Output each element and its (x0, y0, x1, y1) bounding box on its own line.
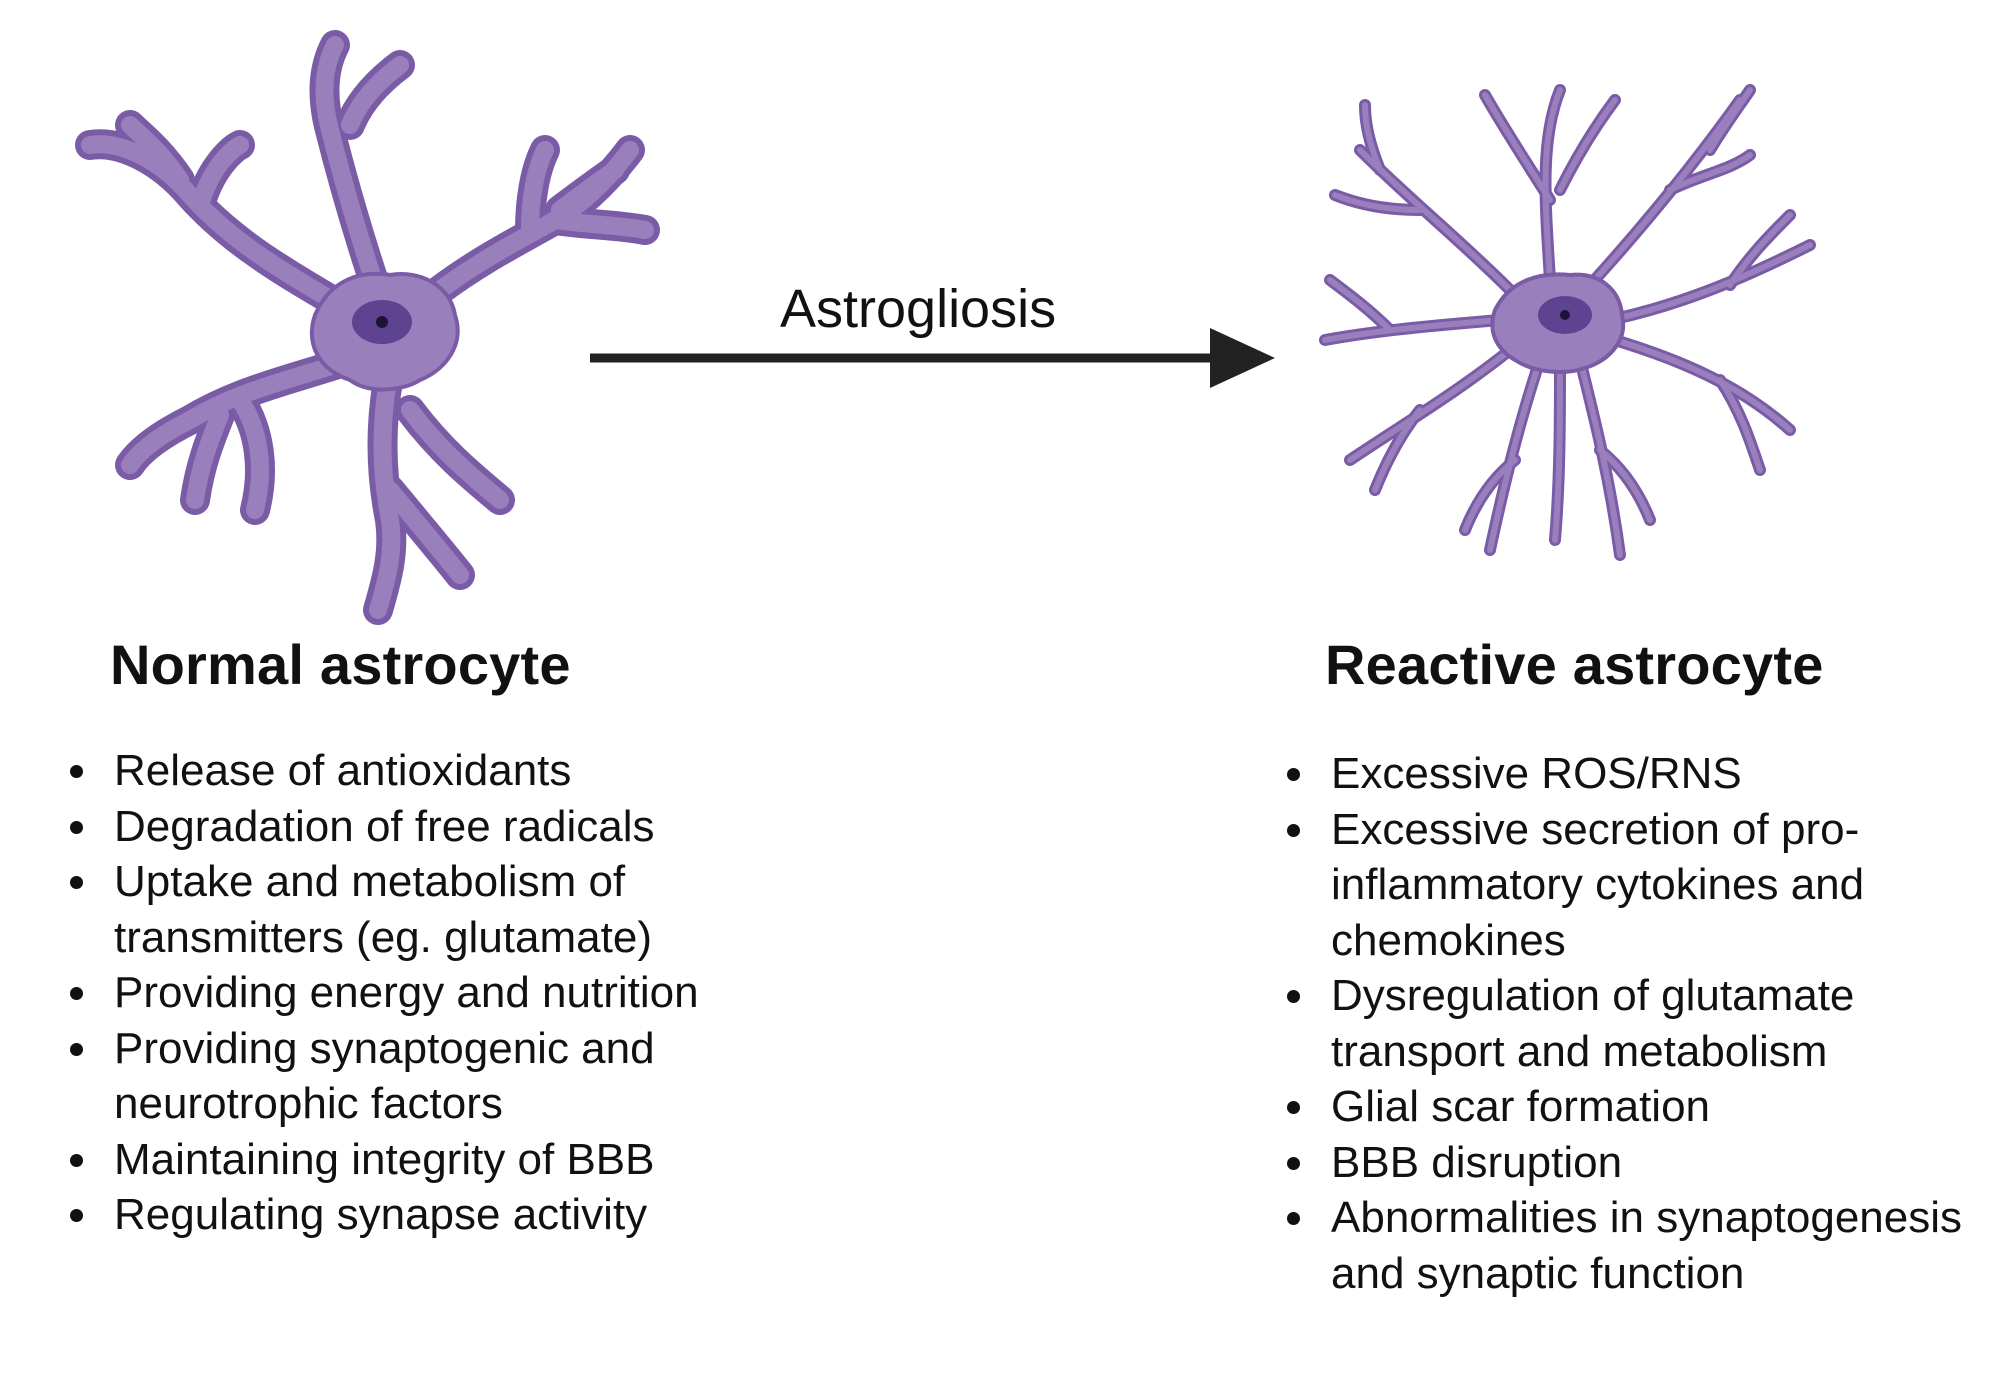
list-item: Providing energy and nutrition (70, 965, 814, 1021)
list-item: Maintaining integrity of BBB (70, 1132, 814, 1188)
list-item: Degradation of free radicals (70, 799, 814, 855)
list-item: Excessive secretion of pro-inflammatory … (1287, 802, 2000, 969)
normal-astrocyte-processes (75, 30, 660, 625)
arrow-label: Astrogliosis (780, 279, 1057, 339)
list-item: Providing synaptogenic and neurotrophic … (70, 1021, 814, 1132)
list-item: Uptake and metabolism of transmitters (e… (70, 854, 814, 965)
reactive-astrocyte-illustration (1319, 84, 1816, 561)
normal-astrocyte-illustration (75, 30, 660, 625)
list-item: Abnormalities in synaptogenesis and syna… (1287, 1190, 2000, 1301)
list-item: Dysregulation of glutamate transport and… (1287, 968, 2000, 1079)
normal-astrocyte-title: Normal astrocyte (110, 633, 571, 696)
list-item: Excessive ROS/RNS (1287, 746, 2000, 802)
reactive-astrocyte-effects-list: Excessive ROS/RNS Excessive secretion of… (1277, 746, 2000, 1301)
reactive-astrocyte-processes (1319, 84, 1816, 561)
astrogliosis-arrow (590, 328, 1275, 388)
reactive-astrocyte-title: Reactive astrocyte (1325, 633, 1824, 696)
list-item: Release of antioxidants (70, 743, 814, 799)
normal-astrocyte-functions-list: Release of antioxidants Degradation of f… (60, 743, 814, 1243)
list-item: Glial scar formation (1287, 1079, 2000, 1135)
list-item: BBB disruption (1287, 1135, 2000, 1191)
list-item: Regulating synapse activity (70, 1187, 814, 1243)
normal-astrocyte-nucleolus (376, 316, 388, 328)
arrow-head (1210, 328, 1275, 388)
reactive-astrocyte-nucleolus (1560, 310, 1570, 320)
